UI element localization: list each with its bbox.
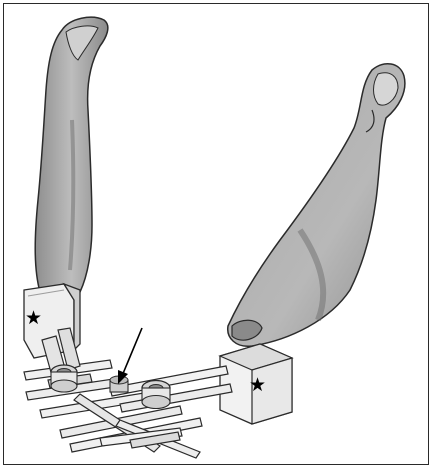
left-block-star-marker: ★ bbox=[25, 309, 42, 328]
clamp-ring-left bbox=[51, 365, 77, 392]
right-block-star-marker: ★ bbox=[249, 376, 266, 395]
right-bone bbox=[228, 64, 405, 347]
left-bone bbox=[35, 17, 108, 298]
pointer-arrow bbox=[118, 328, 142, 384]
fixator-rods bbox=[24, 328, 232, 458]
clamp-ring-center bbox=[142, 381, 170, 409]
